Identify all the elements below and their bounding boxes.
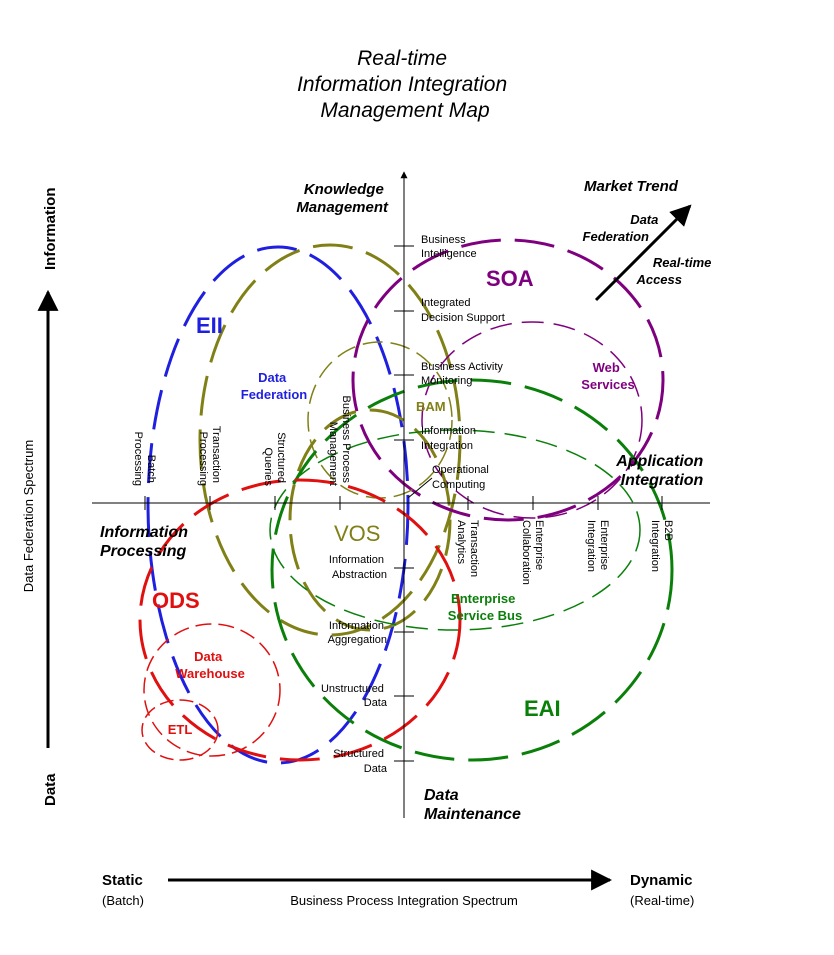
application-integration-label: Application Integration [615,453,708,489]
ods-region [138,478,462,762]
eii-label: EII [196,313,223,338]
data-maintenance-label: Data Maintenance [424,787,521,823]
tick-business-intelligence: Business Intelligence [421,234,477,260]
y-axis-bottom-label: Data [42,773,59,806]
ods-label: ODS [152,588,200,613]
olive-region [198,243,462,637]
web-services-label: Web Services [581,360,635,392]
market-trend-arrow [594,204,692,302]
tick-structured-data: Structured Data [333,748,388,775]
tick-information-aggregation: Information Aggregation [328,620,387,646]
web-services-region [421,321,643,519]
data-federation-label: Data Federation [241,370,308,402]
tick-batch-processing: Batch Processing [132,432,157,486]
tick-integrated-decision-support: Integrated Decision Support [421,297,505,324]
tick-transaction-analytics: Transaction Analytics [455,520,480,580]
x-axis-spectrum-label: Business Process Integration Spectrum [290,893,518,908]
vos-region [288,408,452,632]
tick-transaction-processing: Transaction Processing [197,426,222,486]
soa-region [351,238,665,522]
diagram-title: Real-time Information Integration Manage… [297,47,513,122]
x-axis-right-sub-label: (Real-time) [630,893,694,908]
tick-business-activity-monitoring: Business Activity Monitoring [421,361,506,387]
x-axis-right-label: Dynamic [630,872,693,889]
x-axis-left-label: Static [102,872,143,889]
etl-region [141,699,219,761]
market-trend-heading: Market Trend [584,178,679,195]
eii-region [146,245,410,765]
knowledge-management-label: Knowledge Management [296,181,389,216]
tick-enterprise-collaboration: Enterprise Collaboration [520,520,545,585]
tick-information-integration: Information Integration [421,425,479,452]
y-axis-spectrum-label: Data Federation Spectrum [21,440,36,592]
tick-structured-queries: Structured Queries [262,432,287,486]
soa-label: SOA [486,266,534,291]
etl-label: ETL [168,722,193,737]
y-axis-top-label: Information [42,188,59,271]
eai-region [270,378,674,762]
x-axis-tick-marks [144,496,663,510]
data-warehouse-region [143,623,281,757]
information-processing-label: Information Processing [100,524,192,560]
data-warehouse-label: Data Warehouse [175,649,245,681]
x-axis-left-sub-label: (Batch) [102,893,144,908]
eai-label: EAI [524,696,561,721]
operational-computing-leader [407,477,433,499]
bam-label: BAM [416,399,446,414]
tick-b2b-integration: B2B Integration [649,520,674,572]
tick-enterprise-integration: Enterprise Integration [585,520,610,573]
vos-label: VOS [334,521,380,546]
esb-region [269,429,641,631]
tick-unstructured-data: Unstructured Data [321,683,388,709]
esb-label: Enterprise Service Bus [448,591,522,623]
tick-operational-computing: Operational Computing [432,464,492,491]
tick-information-abstraction: Information Abstraction [329,554,387,581]
market-trend-realtime-access: Real-time Access [635,255,715,287]
market-trend-data-federation: Data Federation [583,212,662,244]
y-axis-tick-marks [394,245,414,762]
tick-business-process-management: Business Process Management [327,396,352,487]
